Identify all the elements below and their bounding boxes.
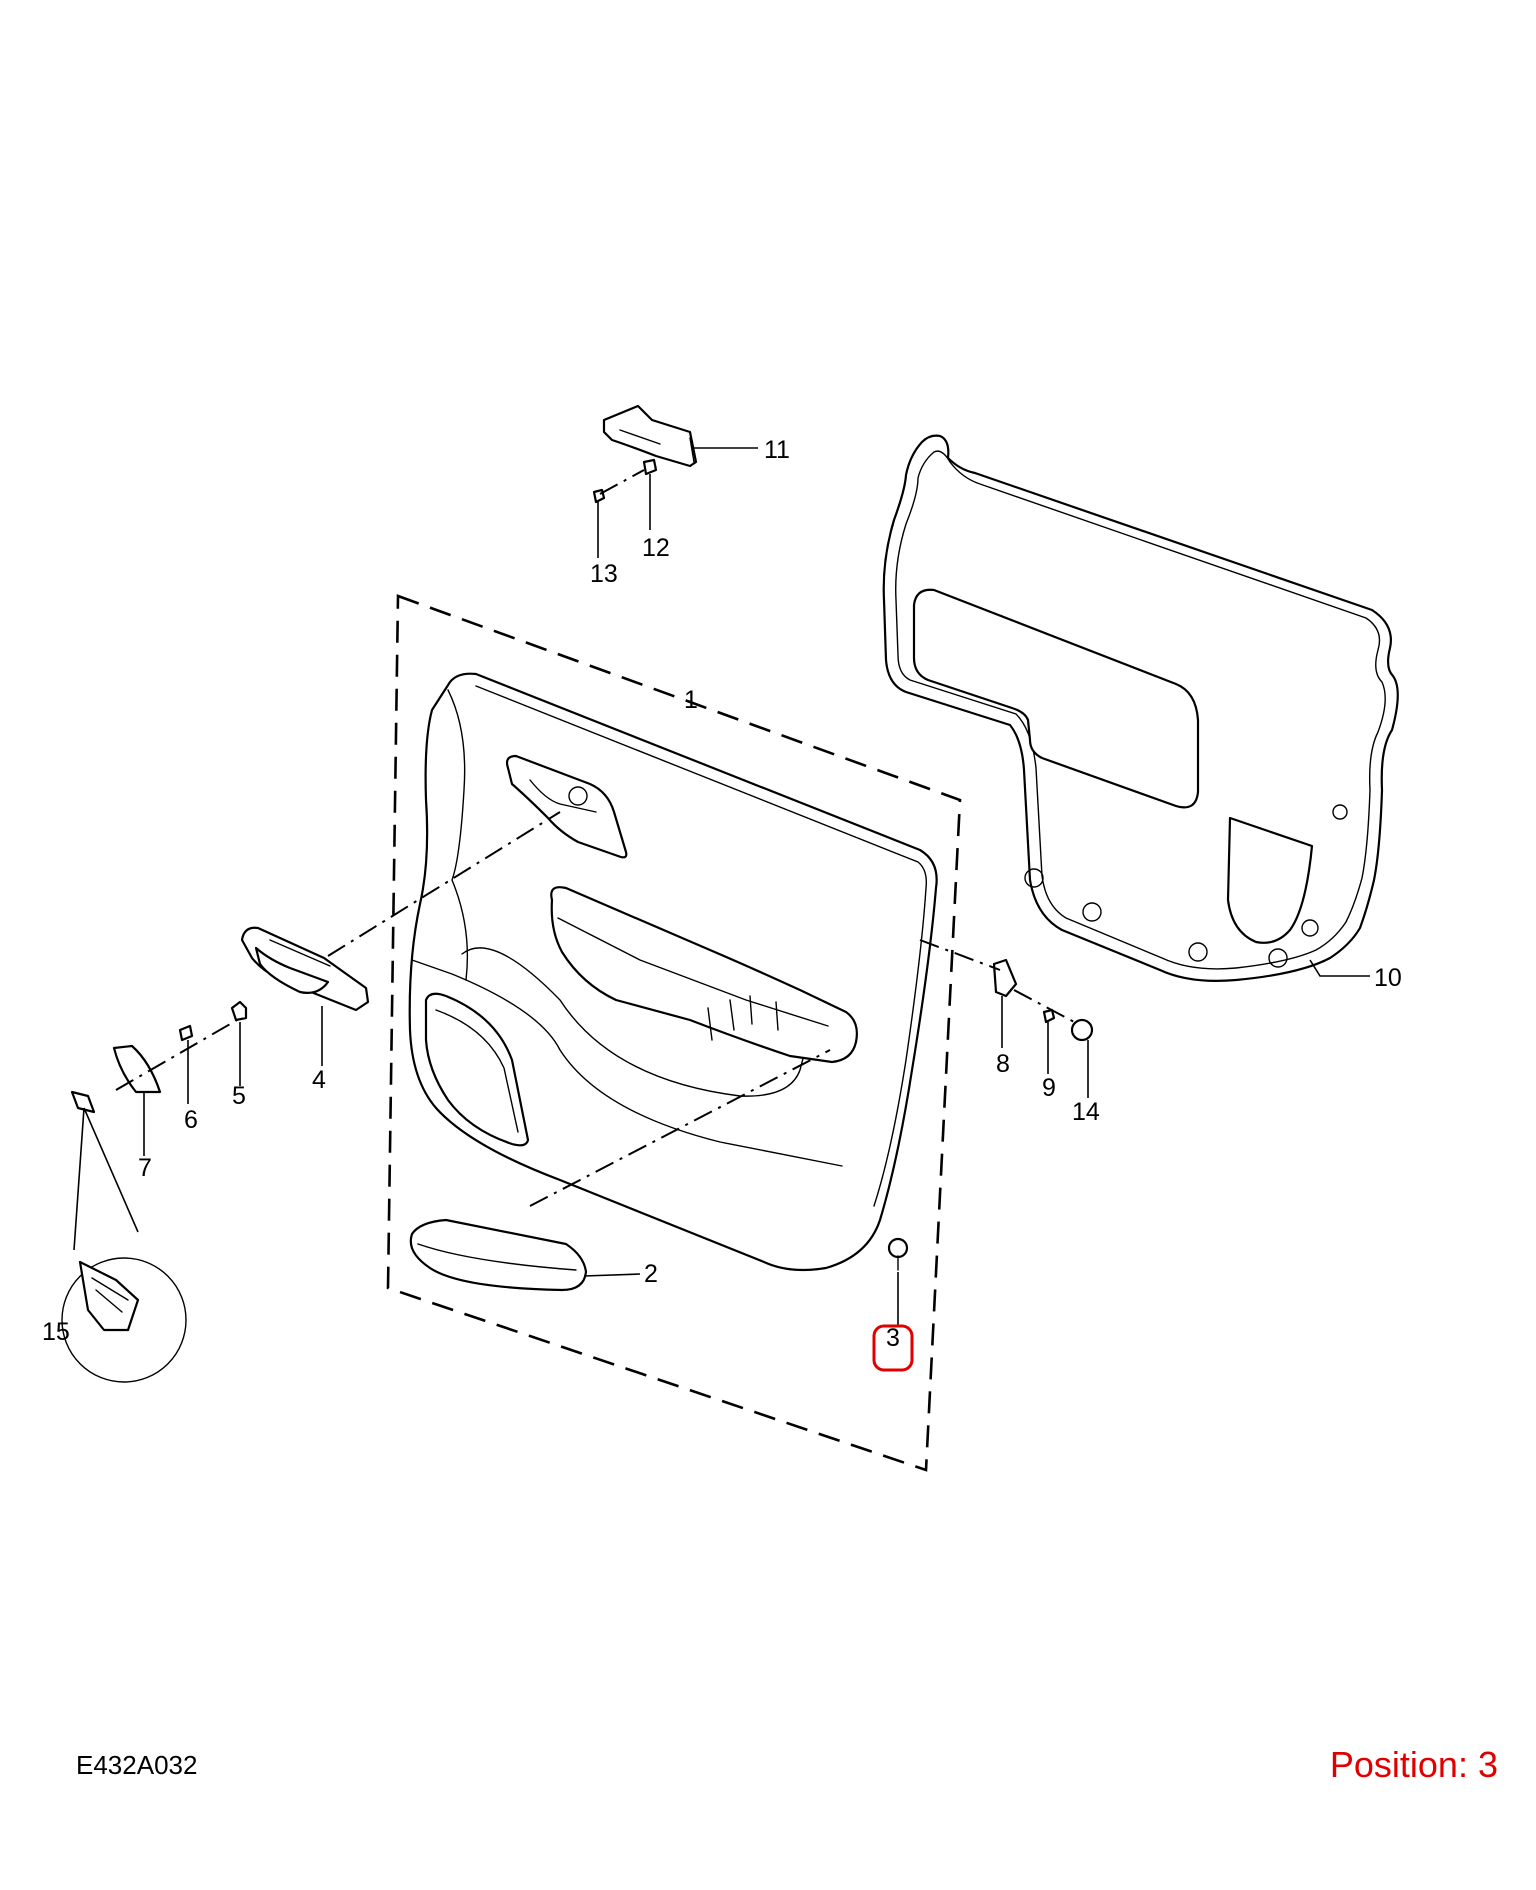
screw-part-9 — [1042, 1008, 1056, 1024]
callout-11: 11 — [764, 436, 790, 464]
callout-5: 5 — [232, 1082, 246, 1110]
highlight-box — [872, 1324, 914, 1372]
water-shield-part — [882, 434, 1399, 982]
inner-handle-part — [240, 926, 370, 1012]
callout-7: 7 — [138, 1154, 152, 1182]
callout-14: 14 — [1072, 1098, 1100, 1126]
assembly-lines — [115, 469, 1079, 1207]
assembly-boundary — [386, 594, 962, 1472]
bracket-part-11 — [602, 404, 698, 468]
screw-part-6 — [178, 1024, 194, 1042]
fastener-part-3 — [887, 1237, 909, 1271]
position-label: Position: 3 — [1330, 1744, 1498, 1786]
cover-part-7 — [112, 1044, 162, 1094]
callout-13: 13 — [590, 560, 618, 588]
retainer-part-8 — [992, 958, 1018, 998]
callout-10: 10 — [1374, 964, 1402, 992]
switch-part-15 — [61, 1090, 187, 1383]
callout-9: 9 — [1042, 1074, 1056, 1102]
diagram-code: E432A032 — [76, 1750, 198, 1780]
callout-12: 12 — [642, 534, 670, 562]
position-prefix: Position: — [1329, 1744, 1468, 1785]
clip-part-12 — [642, 458, 658, 476]
callout-6: 6 — [184, 1106, 198, 1134]
callout-3: 3 — [886, 1324, 900, 1352]
armrest-pad-part — [409, 1218, 588, 1292]
plug-part-14 — [1070, 1018, 1094, 1042]
callout-2: 2 — [644, 1260, 658, 1288]
callout-1: 1 — [684, 686, 698, 714]
leader-lines — [143, 447, 1370, 1326]
position-value: 3 — [1477, 1744, 1498, 1785]
callout-15: 15 — [42, 1318, 70, 1346]
callout-4: 4 — [312, 1066, 326, 1094]
clip-part-5 — [230, 1000, 248, 1022]
callout-8: 8 — [996, 1050, 1010, 1078]
